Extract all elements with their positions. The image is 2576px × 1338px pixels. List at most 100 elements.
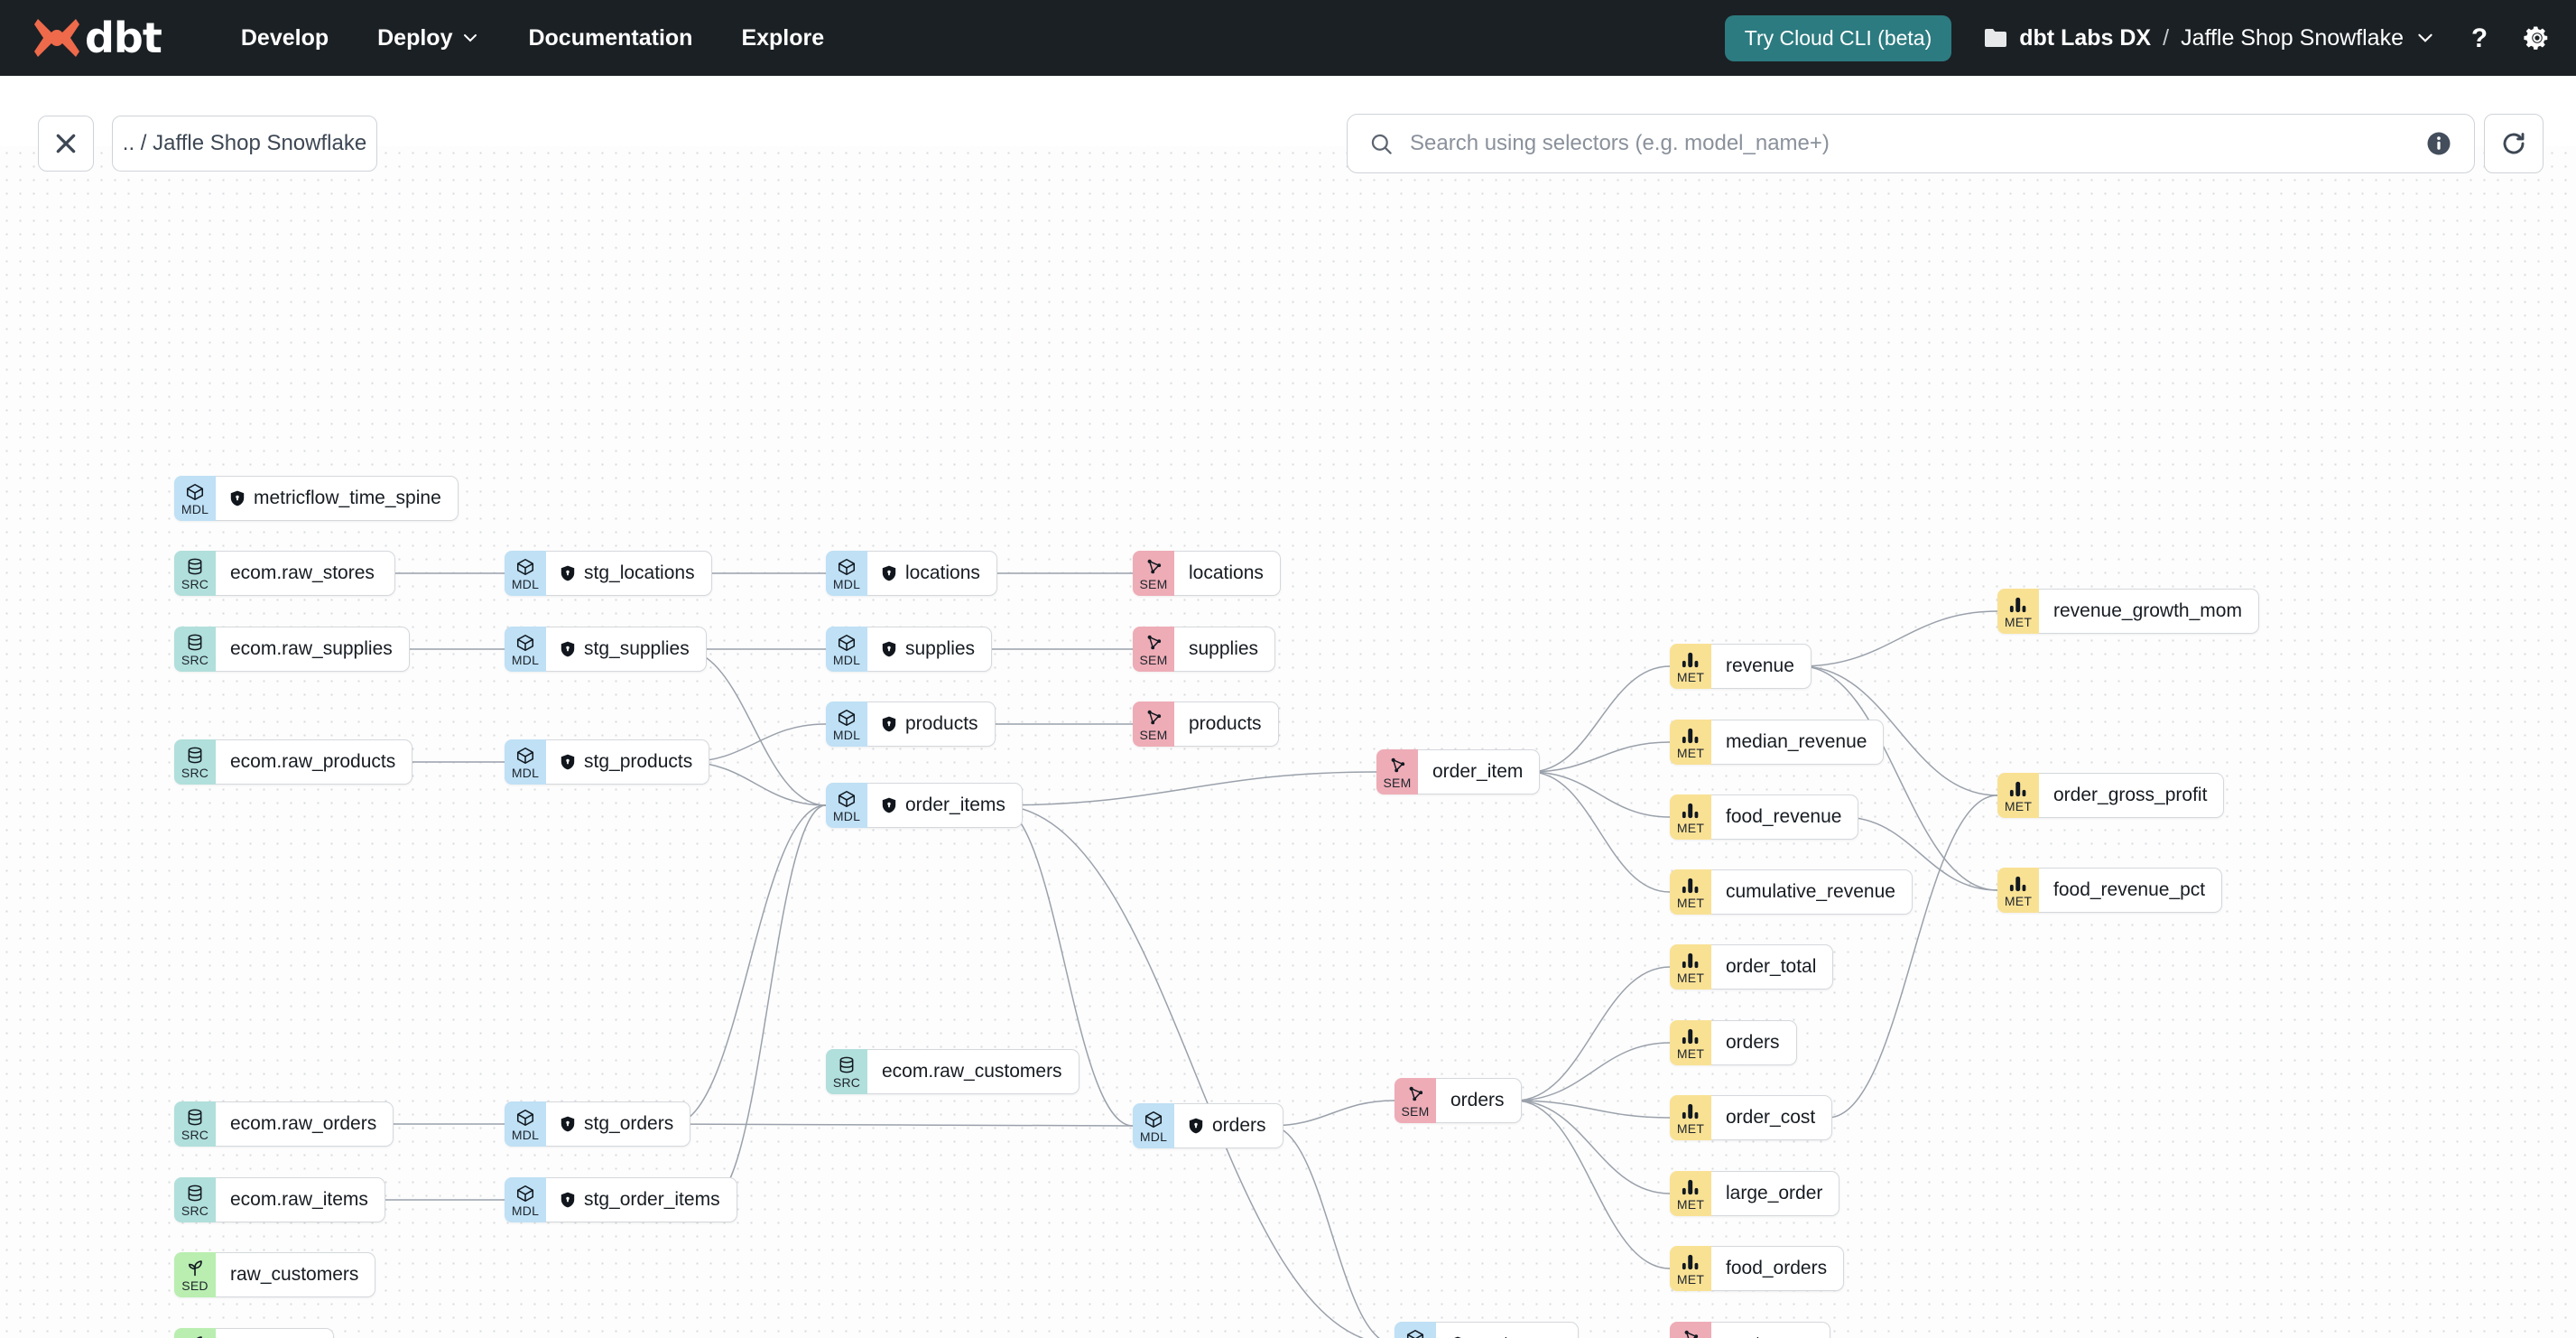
lineage-node-mdl_customers[interactable]: MDLcustomers <box>1395 1322 1579 1338</box>
cube-icon <box>838 709 856 726</box>
refresh-lineage-button[interactable] <box>2484 114 2544 173</box>
node-graph-icon <box>1147 559 1161 574</box>
node-label: cumulative_revenue <box>1726 881 1895 902</box>
shield-icon <box>882 641 896 657</box>
node-body: stg_order_items <box>546 1177 737 1222</box>
node-type-badge-met: MET <box>1670 1020 1711 1065</box>
shield-icon <box>561 1116 575 1132</box>
lineage-edge <box>1269 1125 1380 1338</box>
close-lineage-button[interactable] <box>38 116 94 172</box>
lineage-node-mdl_orders[interactable]: MDL orders <box>1133 1103 1283 1148</box>
bar-chart-icon <box>1682 652 1699 667</box>
dbt-logo[interactable]: dbt <box>32 15 162 60</box>
node-type-code: SRC <box>181 652 209 667</box>
lineage-node-sem_customers[interactable]: SEMcustomers <box>1670 1322 1830 1338</box>
shield-icon <box>561 641 575 657</box>
lineage-edge <box>1515 1100 1671 1194</box>
cube-icon <box>515 1109 535 1127</box>
lineage-edge <box>709 804 827 1201</box>
nav-link-documentation-label: Documentation <box>528 24 693 51</box>
settings-button[interactable] <box>2524 24 2551 51</box>
node-label: orders <box>1212 1115 1266 1136</box>
node-label: orders <box>1450 1090 1505 1110</box>
node-type-code: SRC <box>832 1074 861 1090</box>
cube-icon <box>837 634 857 652</box>
shield-icon <box>561 1192 575 1208</box>
lineage-edge <box>1842 816 1998 891</box>
nav-link-explore[interactable]: Explore <box>741 25 824 51</box>
nav-link-deploy[interactable]: Deploy <box>377 25 479 51</box>
node-type-badge-met: MET <box>1997 868 2039 913</box>
lineage-node-sem_supplies[interactable]: SEM supplies <box>1133 627 1276 672</box>
node-type-badge-src: SRC <box>174 1101 216 1147</box>
node-type-code: MDL <box>511 765 540 780</box>
shield-icon <box>561 754 575 770</box>
node-type-code: SEM <box>1383 775 1412 790</box>
info-circle-icon[interactable] <box>2425 130 2452 157</box>
nav-link-documentation[interactable]: Documentation <box>528 25 692 51</box>
node-graph-icon <box>1144 634 1163 652</box>
bar-chart-icon <box>1682 728 1699 743</box>
seedling-icon <box>185 1335 205 1338</box>
shield-icon <box>561 565 575 581</box>
cube-icon <box>837 790 857 808</box>
node-type-code: SEM <box>1139 652 1168 667</box>
node-body: orders <box>1711 1020 1797 1065</box>
breadcrumb-button[interactable]: .. / Jaffle Shop Snowflake <box>112 116 377 172</box>
search-input[interactable]: Search using selectors (e.g. model_name+… <box>1347 114 2475 173</box>
node-type-code: MET <box>2004 614 2033 629</box>
account-project-breadcrumb[interactable]: dbt Labs DX / Jaffle Shop Snowflake <box>1984 25 2435 51</box>
node-type-code: MDL <box>1139 1129 1168 1144</box>
node-body: supplies <box>1174 627 1276 672</box>
node-body: ecom.raw_products <box>216 739 413 785</box>
help-button[interactable]: ? <box>2466 23 2493 52</box>
node-body: metricflow_time_spine <box>216 476 459 521</box>
try-cloud-cli-button[interactable]: Try Cloud CLI (beta) <box>1724 14 1952 61</box>
node-type-badge-met: MET <box>1670 869 1711 915</box>
node-type-code: SED <box>181 1278 208 1293</box>
node-type-badge-mdl: MDL <box>1395 1322 1436 1338</box>
bar-chart-icon <box>1681 802 1700 820</box>
bar-chart-icon <box>1681 952 1700 970</box>
lineage-edge <box>672 1123 1134 1127</box>
lineage-node-met_cumulative_revenue[interactable]: MET cumulative_revenue <box>1670 869 1913 915</box>
node-type-badge-sem: SEM <box>1133 702 1174 747</box>
shield-icon <box>1189 1118 1203 1134</box>
cube-icon <box>516 558 534 575</box>
nav-link-develop[interactable]: Develop <box>241 25 329 51</box>
